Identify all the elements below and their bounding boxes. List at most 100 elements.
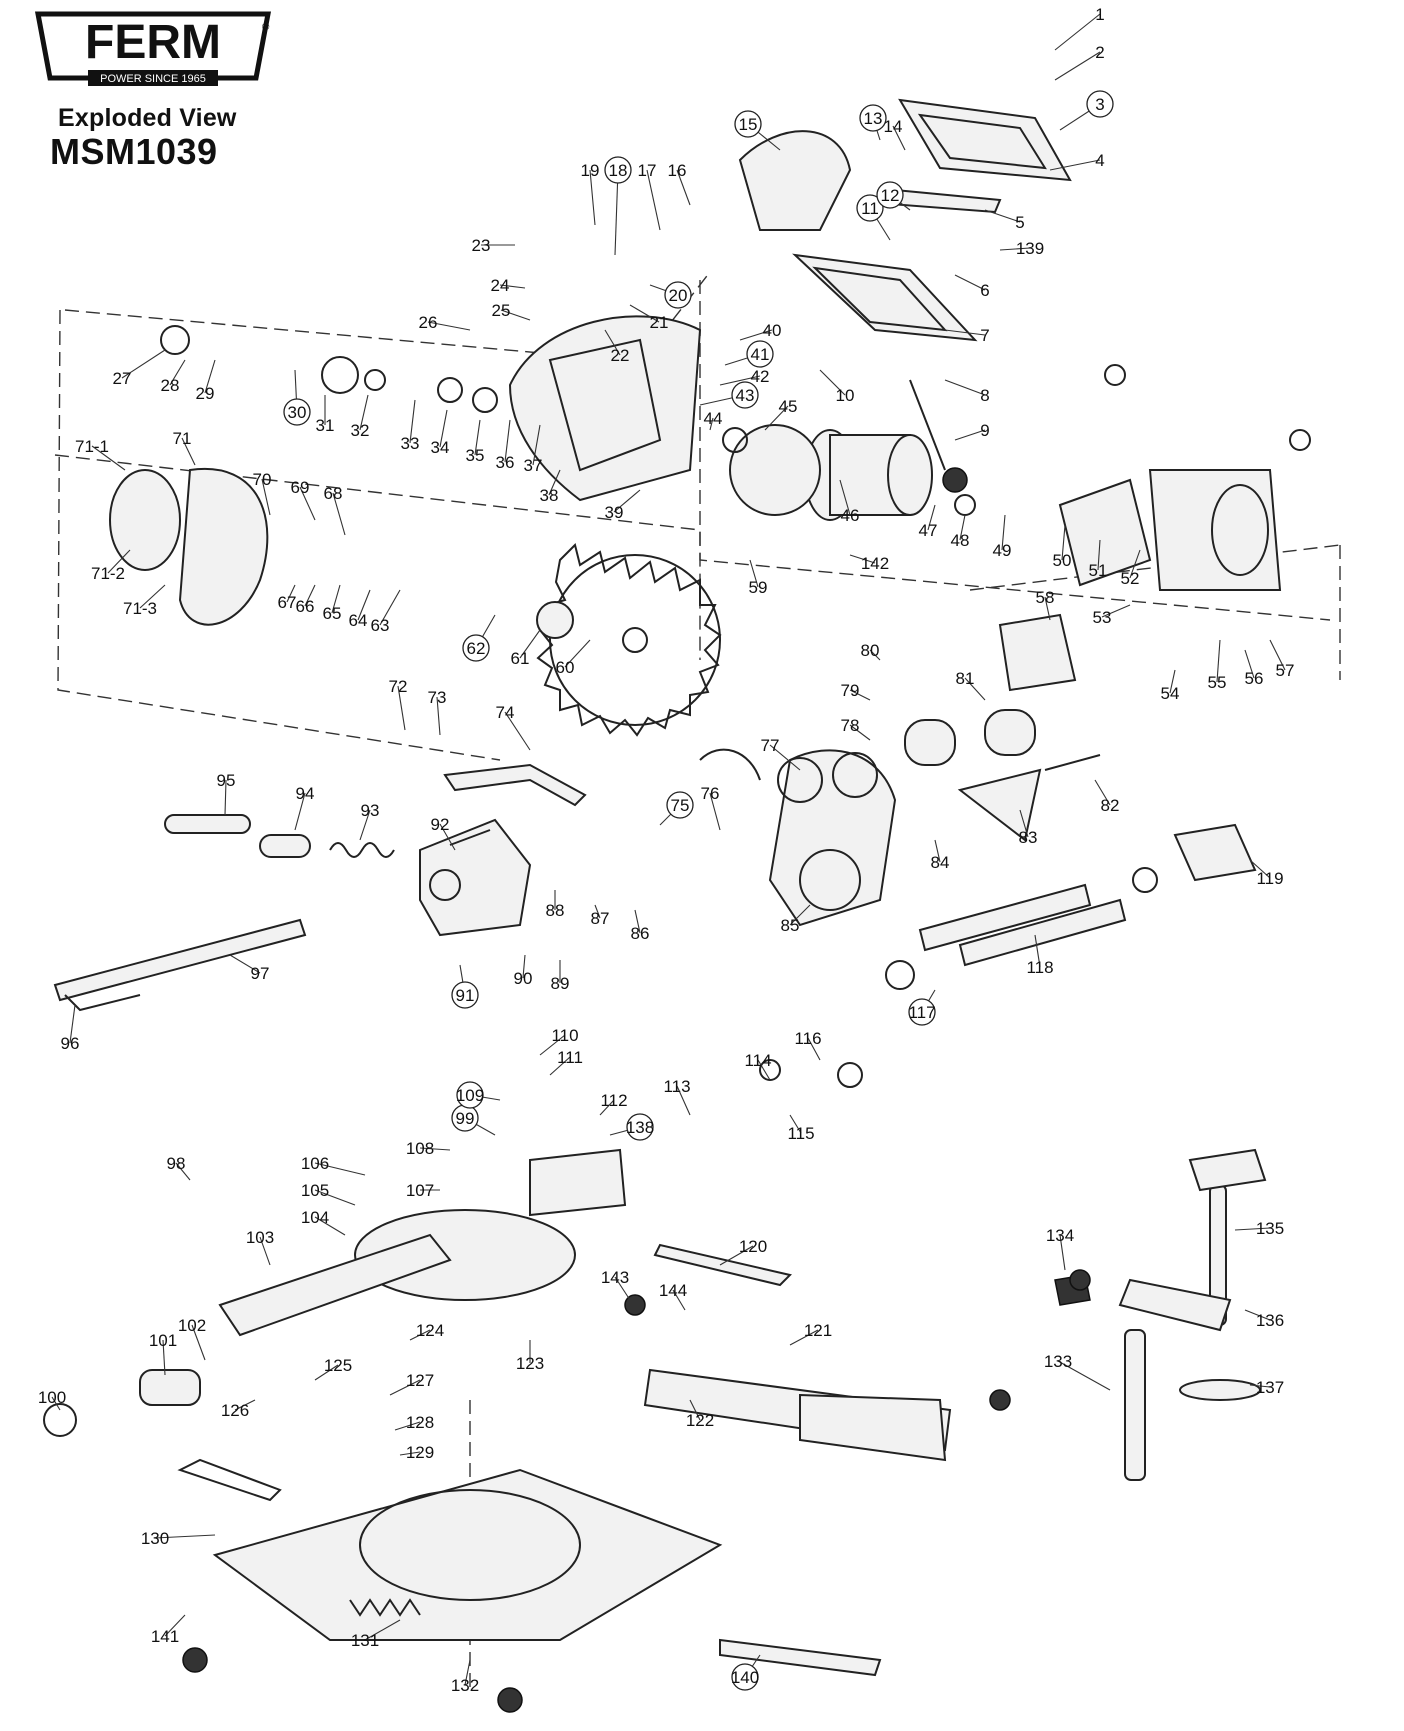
part-label-2: 2	[1095, 43, 1104, 62]
part-label-103: 103	[246, 1228, 274, 1247]
leader-line-78	[849, 724, 871, 741]
part-label-3: 3	[1095, 95, 1104, 114]
leader-line-141	[164, 1614, 186, 1637]
part-callout-circle-30	[283, 398, 311, 426]
leader-line-69	[299, 486, 316, 521]
leader-line-137	[1249, 1384, 1271, 1388]
part-label-8: 8	[980, 386, 989, 405]
leader-line-131	[364, 1619, 401, 1641]
part-label-17: 17	[638, 161, 657, 180]
part-label-68: 68	[324, 484, 343, 503]
leader-line-56	[1244, 649, 1255, 679]
part-label-52: 52	[1121, 569, 1140, 588]
fence-rail	[53, 918, 307, 1012]
part-label-33: 33	[401, 434, 420, 453]
part-label-132: 132	[451, 1676, 479, 1695]
part-label-9: 9	[980, 421, 989, 440]
part-label-106: 106	[301, 1154, 329, 1173]
leader-line-14	[892, 125, 906, 151]
part-label-90: 90	[514, 969, 533, 988]
leader-line-49	[1001, 514, 1006, 551]
part-label-71-2: 71-2	[91, 564, 125, 583]
leader-line-5	[984, 209, 1021, 223]
part-label-131: 131	[351, 1631, 379, 1650]
part-label-23: 23	[472, 236, 491, 255]
part-label-123: 123	[516, 1354, 544, 1373]
part-label-86: 86	[631, 924, 650, 943]
leader-line-44	[709, 417, 714, 431]
part-label-105: 105	[301, 1181, 329, 1200]
part-callout-circle-138	[626, 1113, 654, 1141]
leader-line-4	[1049, 159, 1101, 171]
part-label-61: 61	[511, 649, 530, 668]
leader-line-124	[409, 1329, 431, 1341]
leader-line-6	[954, 274, 986, 291]
part-label-49: 49	[993, 541, 1012, 560]
motor	[729, 424, 1282, 692]
pivot-bracket	[419, 818, 532, 937]
leader-line-98	[175, 1162, 191, 1181]
leader-line-71-2	[107, 549, 131, 574]
part-label-95: 95	[217, 771, 236, 790]
part-label-48: 48	[951, 531, 970, 550]
leader-line-64	[357, 589, 371, 621]
leader-line-102	[191, 1324, 206, 1361]
leader-line-42	[719, 375, 761, 386]
leader-line-120	[719, 1245, 754, 1266]
part-label-80: 80	[861, 641, 880, 660]
part-label-119: 119	[1256, 869, 1283, 888]
part-label-102: 102	[178, 1316, 206, 1335]
leader-line-79	[849, 689, 871, 701]
part-label-127: 127	[406, 1371, 434, 1390]
part-callout-circle-75	[666, 791, 694, 819]
leader-line-93	[359, 809, 371, 841]
leader-line-55	[1216, 639, 1221, 683]
leader-line-115	[789, 1114, 802, 1134]
leader-line-24	[499, 284, 526, 289]
part-label-97: 97	[251, 964, 270, 983]
leader-line-10	[819, 369, 846, 396]
leader-line-28	[169, 359, 186, 386]
leader-line-40	[739, 329, 773, 341]
part-callout-circle-3	[1086, 90, 1114, 118]
leader-line-16	[676, 169, 691, 206]
part-callout-circle-20	[664, 281, 692, 309]
part-callout-circle-12	[876, 181, 904, 209]
part-label-30: 30	[288, 403, 307, 422]
leader-line-59	[749, 559, 759, 588]
part-label-130: 130	[141, 1529, 169, 1548]
part-label-92: 92	[431, 815, 450, 834]
part-label-4: 4	[1095, 151, 1104, 170]
part-label-25: 25	[492, 301, 511, 320]
leader-line-142	[849, 554, 876, 564]
part-label-76: 76	[701, 784, 720, 803]
part-label-89: 89	[551, 974, 570, 993]
part-label-142: 142	[861, 554, 889, 573]
leader-line-100	[51, 1396, 61, 1411]
part-label-66: 66	[296, 597, 315, 616]
leader-line-21	[629, 304, 660, 323]
leader-line-126	[234, 1399, 256, 1411]
part-label-77: 77	[761, 736, 780, 755]
leader-line-60	[564, 639, 591, 668]
leader-line-134	[1059, 1234, 1066, 1271]
part-label-143: 143	[601, 1268, 629, 1287]
part-label-79: 79	[841, 681, 860, 700]
part-label-13: 13	[864, 109, 883, 128]
part-label-51: 51	[1089, 561, 1108, 580]
leader-line-36	[504, 419, 511, 463]
leader-line-53	[1101, 604, 1131, 618]
model-number: MSM1039	[50, 131, 218, 172]
leader-line-118	[1034, 934, 1041, 968]
leader-line-70	[261, 478, 271, 516]
leader-line-84	[934, 839, 941, 863]
part-label-64: 64	[349, 611, 368, 630]
leader-line-19	[589, 169, 596, 226]
leader-line-48	[959, 514, 966, 541]
part-label-39: 39	[605, 503, 624, 522]
part-label-75: 75	[671, 796, 690, 815]
part-label-14: 14	[884, 117, 903, 136]
leader-line-39	[613, 489, 641, 513]
leader-line-1	[1054, 13, 1101, 51]
handle-assembly	[792, 98, 1072, 493]
